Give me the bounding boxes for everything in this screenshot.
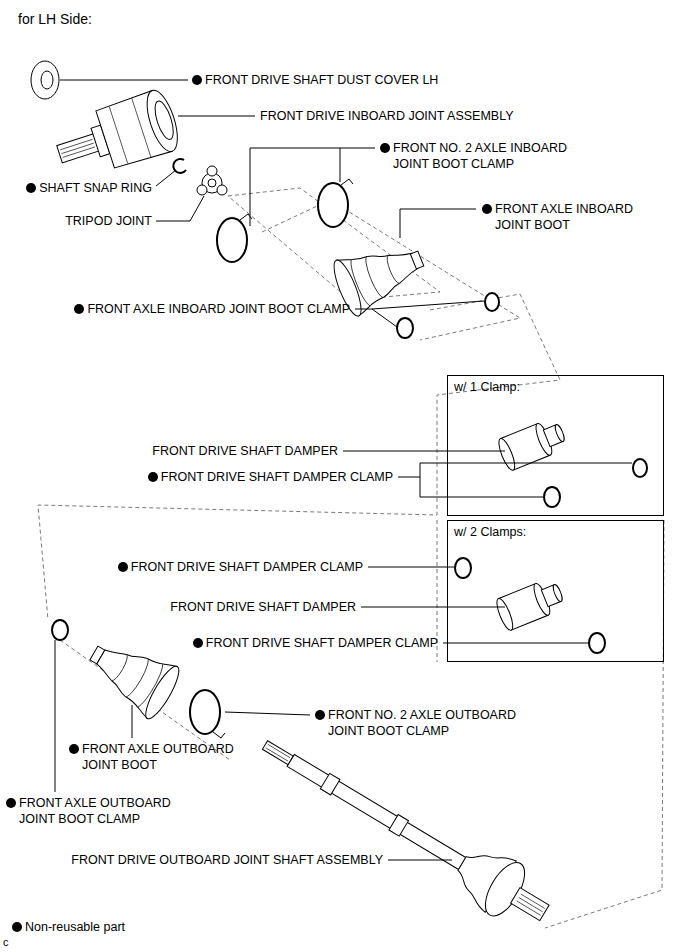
legend-bullet bbox=[12, 922, 22, 932]
variant-heading: w/ 1 Clamp: bbox=[448, 376, 526, 398]
part-label: FRONT DRIVE INBOARD JOINT ASSEMBLY bbox=[260, 108, 514, 124]
non-reusable-mark bbox=[69, 744, 79, 754]
part-label: FRONT DRIVE SHAFT DAMPER CLAMP bbox=[206, 635, 438, 651]
non-reusable-mark bbox=[118, 562, 128, 572]
part-label-row: FRONT AXLE INBOARD JOINT BOOT bbox=[482, 201, 657, 233]
non-reusable-mark bbox=[380, 143, 390, 153]
part-label-row: FRONT DRIVE SHAFT DAMPER CLAMP bbox=[148, 469, 393, 485]
part-label-row: FRONT NO. 2 AXLE INBOARD JOINT BOOT CLAM… bbox=[380, 140, 595, 172]
part-label-row: FRONT DRIVE SHAFT DAMPER CLAMP bbox=[118, 559, 363, 575]
figure-title: for LH Side: bbox=[18, 10, 92, 28]
part-label: FRONT AXLE INBOARD JOINT BOOT CLAMP bbox=[87, 301, 350, 317]
non-reusable-mark bbox=[193, 638, 203, 648]
part-label: FRONT AXLE OUTBOARD JOINT BOOT bbox=[82, 741, 264, 773]
part-label-row: SHAFT SNAP RING bbox=[26, 180, 152, 196]
non-reusable-mark bbox=[26, 183, 36, 193]
part-label-row: FRONT AXLE OUTBOARD JOINT BOOT bbox=[69, 741, 264, 773]
part-label: FRONT DRIVE SHAFT DUST COVER LH bbox=[205, 72, 438, 88]
variant-heading: w/ 2 Clamps: bbox=[448, 521, 532, 543]
part-label-row: FRONT AXLE INBOARD JOINT BOOT CLAMP bbox=[74, 301, 350, 317]
part-label: FRONT DRIVE SHAFT DAMPER CLAMP bbox=[161, 469, 393, 485]
non-reusable-mark bbox=[482, 204, 492, 214]
part-label: FRONT AXLE OUTBOARD JOINT BOOT CLAMP bbox=[19, 795, 201, 827]
part-label: FRONT DRIVE SHAFT DAMPER bbox=[152, 443, 338, 459]
non-reusable-mark bbox=[315, 710, 325, 720]
leader-lines bbox=[55, 80, 632, 860]
non-reusable-mark bbox=[74, 304, 84, 314]
variant-box: w/ 1 Clamp: bbox=[447, 375, 664, 516]
part-label-row: TRIPOD JOINT bbox=[65, 213, 152, 229]
part-label-row: FRONT DRIVE SHAFT DAMPER bbox=[152, 443, 338, 459]
part-label: TRIPOD JOINT bbox=[65, 213, 152, 229]
part-label-row: FRONT AXLE OUTBOARD JOINT BOOT CLAMP bbox=[6, 795, 201, 827]
part-label-row: FRONT DRIVE INBOARD JOINT ASSEMBLY bbox=[260, 108, 514, 124]
legend-text: Non-reusable part bbox=[25, 919, 125, 935]
part-label-row: FRONT DRIVE SHAFT DAMPER bbox=[170, 599, 356, 615]
part-label: FRONT NO. 2 AXLE INBOARD JOINT BOOT CLAM… bbox=[393, 140, 595, 172]
legend-row: Non-reusable part bbox=[12, 919, 125, 935]
part-label-row: FRONT NO. 2 AXLE OUTBOARD JOINT BOOT CLA… bbox=[315, 707, 545, 739]
part-label-row: FRONT DRIVE SHAFT DUST COVER LH bbox=[192, 72, 438, 88]
part-label: SHAFT SNAP RING bbox=[39, 180, 152, 196]
non-reusable-mark bbox=[192, 75, 202, 85]
non-reusable-mark bbox=[148, 472, 158, 482]
part-label-row: FRONT DRIVE SHAFT DAMPER CLAMP bbox=[193, 635, 438, 651]
part-label-row: FRONT DRIVE OUTBOARD JOINT SHAFT ASSEMBL… bbox=[71, 852, 383, 868]
part-label: FRONT DRIVE SHAFT DAMPER bbox=[170, 599, 356, 615]
figure-code: c bbox=[3, 934, 9, 950]
part-label: FRONT AXLE INBOARD JOINT BOOT bbox=[495, 201, 657, 233]
variant-box: w/ 2 Clamps: bbox=[447, 520, 664, 662]
non-reusable-mark bbox=[6, 798, 16, 808]
part-label: FRONT NO. 2 AXLE OUTBOARD JOINT BOOT CLA… bbox=[328, 707, 545, 739]
part-label: FRONT DRIVE SHAFT DAMPER CLAMP bbox=[131, 559, 363, 575]
part-label: FRONT DRIVE OUTBOARD JOINT SHAFT ASSEMBL… bbox=[71, 852, 383, 868]
part-label-row: c bbox=[3, 934, 9, 950]
